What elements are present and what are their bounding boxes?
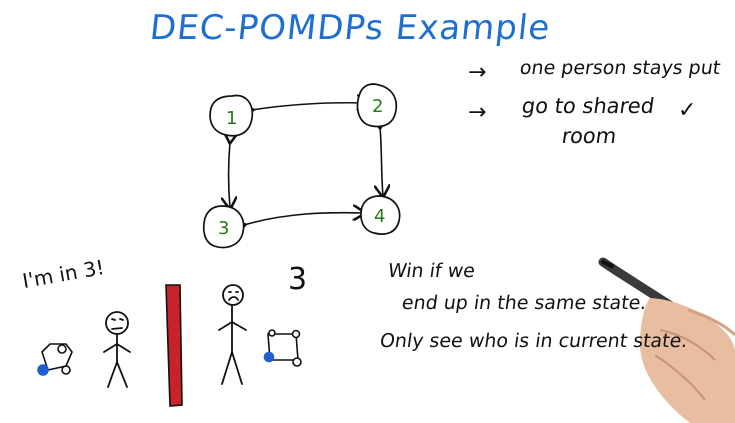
arrow-icon: → xyxy=(468,60,487,85)
node-2 xyxy=(356,83,398,128)
left-person-icon xyxy=(103,311,131,388)
node-label: 4 xyxy=(374,206,385,227)
rule-line-2: end up in the same state. xyxy=(400,292,649,314)
rule-line-3: Only see who is in current state. xyxy=(378,330,689,352)
node-1 xyxy=(209,94,254,137)
graph-nodes xyxy=(202,83,401,249)
edge-1-2 xyxy=(252,103,368,110)
check-icon: ✓ xyxy=(678,98,697,123)
node-label: 3 xyxy=(218,218,229,239)
graph-edges xyxy=(229,103,384,225)
node-label: 1 xyxy=(226,108,237,129)
node-3 xyxy=(202,205,245,249)
graph-node-labels: 1 2 3 4 xyxy=(218,96,385,239)
edge-3-4 xyxy=(244,213,364,225)
left-robot-icon xyxy=(37,343,73,376)
edge-2-4 xyxy=(380,127,383,196)
right-robot-icon xyxy=(263,329,302,367)
red-wall xyxy=(165,284,183,407)
arrow-icon: → xyxy=(468,100,487,125)
rule-line-1: Win if we xyxy=(386,260,477,282)
node-4 xyxy=(360,195,401,235)
room-number: 3 xyxy=(288,262,308,297)
node-label: 2 xyxy=(372,96,383,117)
pen-hand-icon xyxy=(598,257,735,423)
edge-1-3 xyxy=(229,142,231,208)
right-person-icon xyxy=(218,284,247,385)
